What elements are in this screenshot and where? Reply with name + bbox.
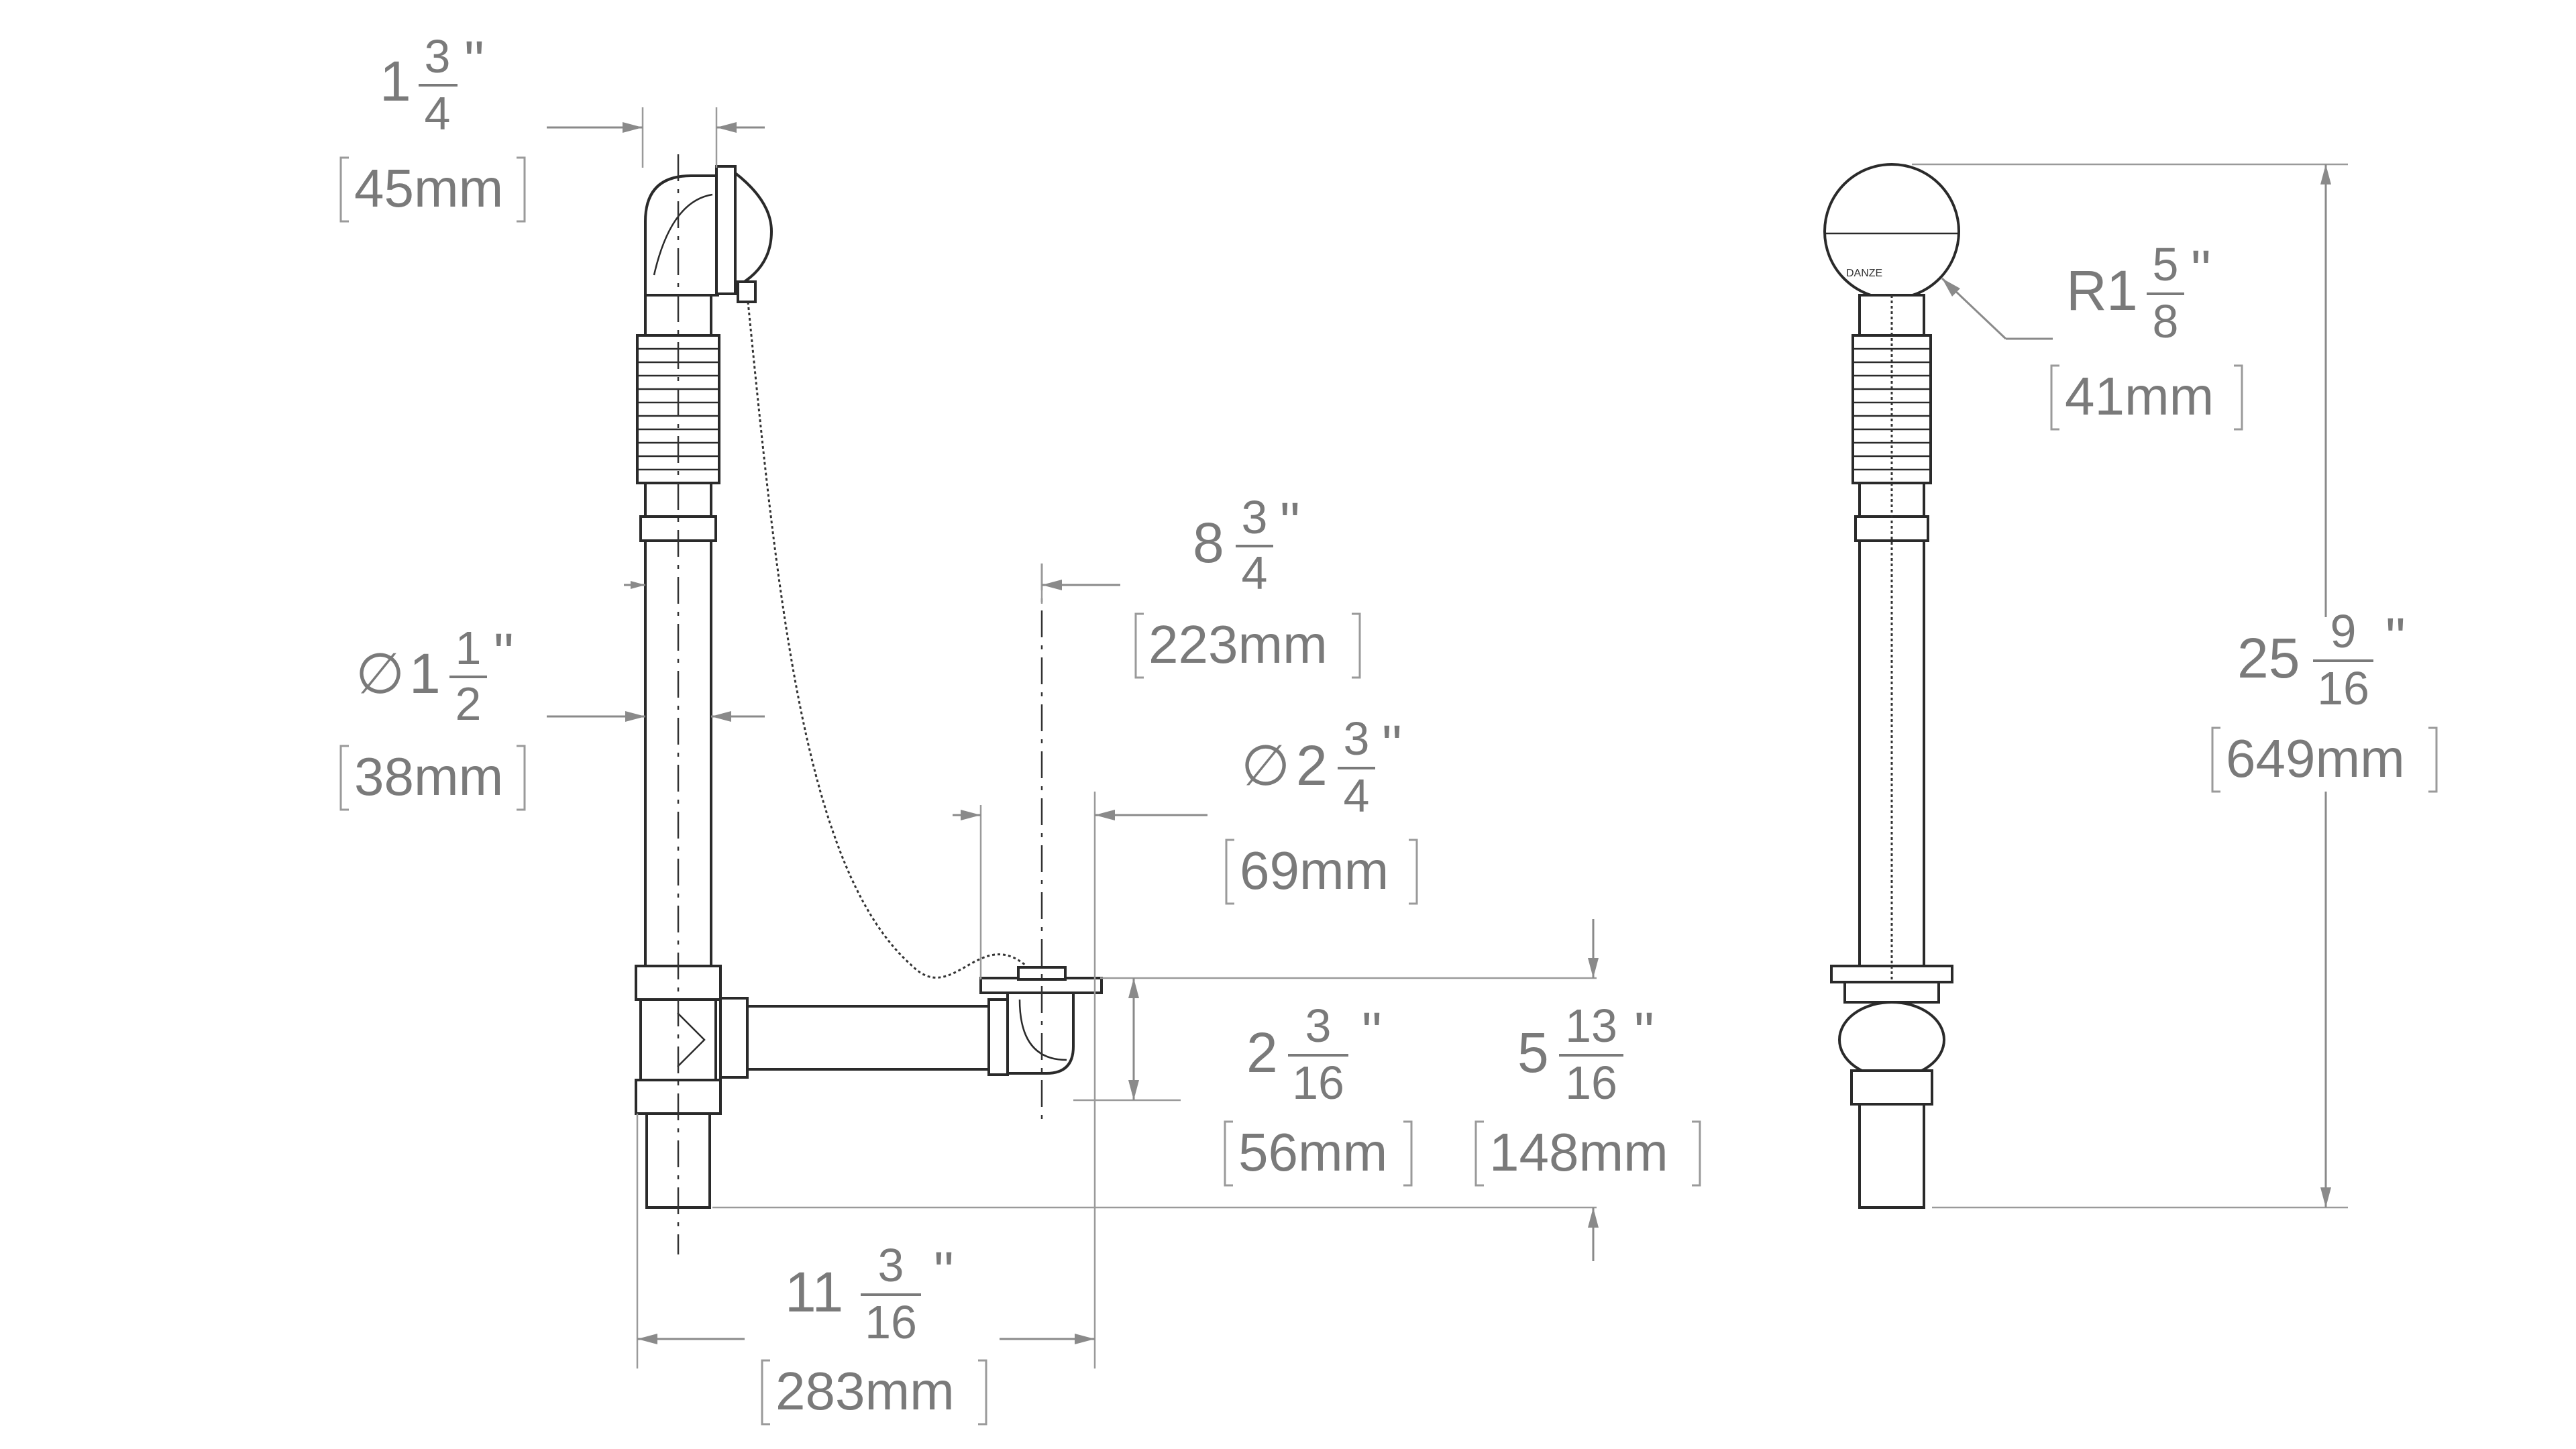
dim-unit: " (2191, 239, 2211, 302)
dim-whole: 8 (1193, 511, 1224, 574)
dim-denominator: 4 (1344, 769, 1370, 822)
dim-denominator: 4 (1242, 547, 1268, 599)
dim-metric: 56mm (1238, 1122, 1387, 1182)
dim-whole: 1 (2106, 259, 2138, 322)
dim-unit: " (1634, 1001, 1654, 1064)
dim-whole: 2 (1296, 734, 1328, 797)
dim-numerator: 3 (1242, 491, 1268, 543)
dim-plate-radius: R 1 5 8 " 41mm (2050, 238, 2243, 431)
dim-whole: 25 (2237, 627, 2300, 690)
dim-denominator: 16 (865, 1296, 917, 1348)
dim-numerator: 3 (425, 30, 451, 83)
dim-metric: 45mm (354, 158, 503, 218)
dim-denominator: 8 (2153, 295, 2179, 347)
dim-overflow-outlet: 1 3 4 " 45mm (339, 30, 526, 223)
dim-metric: 148mm (1489, 1122, 1668, 1182)
dim-unit: " (2385, 606, 2406, 669)
side-view (635, 154, 1103, 1254)
dimension-lines (547, 107, 2348, 1368)
dim-metric: 223mm (1148, 614, 1328, 674)
dim-numerator: 5 (2153, 238, 2179, 290)
diameter-symbol: ∅ (356, 642, 405, 705)
dim-metric: 283mm (775, 1361, 955, 1421)
dim-tee-height: 5 13 16 " 148mm (1474, 1000, 1701, 1187)
dim-denominator: 16 (1565, 1057, 1617, 1109)
dim-metric: 69mm (1240, 841, 1389, 900)
dim-whole: 2 (1246, 1021, 1278, 1084)
dim-denominator: 16 (2317, 662, 2369, 714)
dim-unit: " (1382, 714, 1402, 777)
dim-whole: 1 (380, 50, 411, 113)
dim-numerator: 3 (878, 1239, 904, 1291)
dim-denominator: 16 (1292, 1057, 1344, 1109)
dim-prefix: R (2066, 259, 2107, 322)
dim-unit: " (464, 30, 484, 93)
dim-overall-height: 25 9 16 " 649mm (2211, 605, 2438, 793)
dim-numerator: 3 (1344, 712, 1370, 765)
brand-mark: DANZE (1846, 268, 1882, 279)
dim-metric: 38mm (354, 747, 503, 806)
front-view: DANZE (1823, 163, 1960, 1209)
dim-drain-diameter: ∅ 2 3 4 " 69mm (1225, 712, 1418, 905)
dim-numerator: 13 (1565, 1000, 1617, 1052)
dim-drain-offset: 8 3 4 " 223mm (1134, 491, 1361, 679)
diameter-symbol: ∅ (1241, 734, 1290, 797)
dim-drain-height: 2 3 16 " 56mm (1224, 1000, 1413, 1187)
dim-whole: 5 (1517, 1021, 1549, 1084)
dim-overall-length: 11 3 16 " 283mm (761, 1239, 987, 1426)
dim-unit: " (1280, 491, 1300, 554)
dim-numerator: 1 (455, 622, 482, 674)
dim-pipe-diameter: ∅ 1 1 2 " 38mm (339, 622, 526, 811)
dim-numerator: 3 (1305, 1000, 1332, 1052)
dim-numerator: 9 (2330, 605, 2357, 657)
dim-denominator: 2 (455, 678, 482, 730)
dim-unit: " (934, 1240, 954, 1303)
dim-whole: 11 (785, 1260, 843, 1324)
dim-whole: 1 (409, 642, 441, 705)
dim-unit: " (1362, 1001, 1382, 1064)
dim-metric: 649mm (2226, 729, 2405, 788)
dim-denominator: 4 (425, 87, 451, 140)
dim-metric: 41mm (2065, 366, 2214, 426)
dim-unit: " (494, 622, 514, 685)
